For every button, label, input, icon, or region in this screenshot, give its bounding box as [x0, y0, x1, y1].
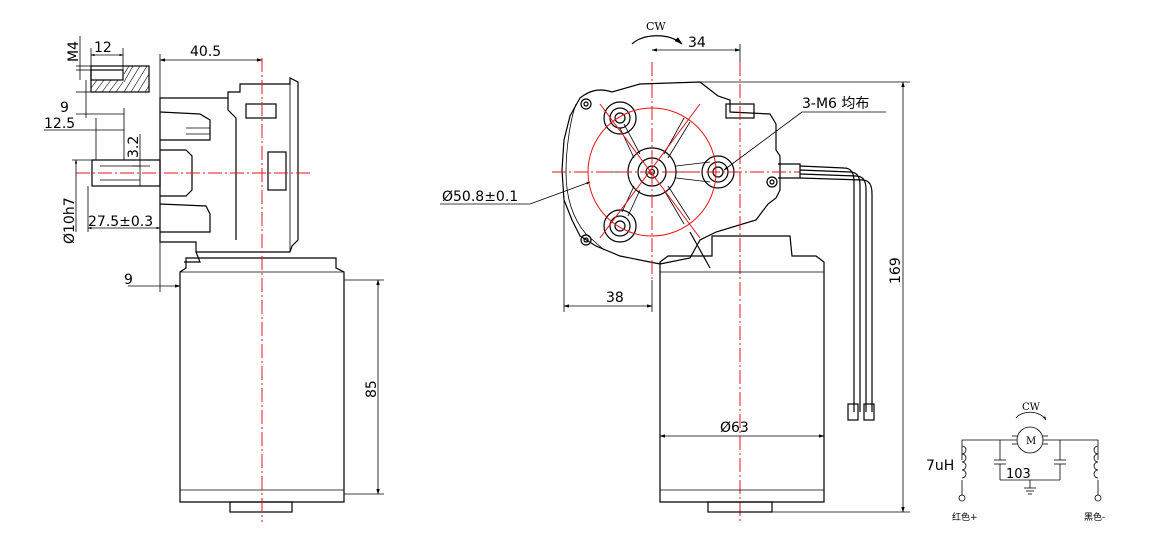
schematic-rotation-label: CW: [1022, 402, 1041, 413]
shaft-extension-label: 40.5: [190, 44, 221, 60]
wire-positive-label: 红色+: [952, 511, 978, 523]
flange-offset-label: 9: [124, 272, 133, 288]
key-detail: [90, 65, 150, 93]
motor-symbol-circle: [1016, 426, 1044, 454]
terminal-negative: [1094, 494, 1102, 502]
motor-diameter-label: Ø63: [720, 420, 749, 436]
inductor-right: [1093, 445, 1099, 479]
key-offset-label: 12.5: [44, 116, 75, 132]
right-offset-label: 34: [688, 35, 706, 51]
motor-body-front: [659, 235, 825, 503]
front-rotation-label: CW: [646, 20, 666, 33]
bolt-circle-label: Ø50.8±0.1: [442, 189, 518, 205]
wiring-schematic: CW M 7uH 103 红色+ 黑色-: [926, 402, 1105, 523]
wire-negative-label: 黑色-: [1084, 511, 1105, 523]
key-length-label: 12: [94, 40, 112, 56]
overall-height-label: 169: [888, 257, 904, 284]
shaft-length-label: 27.5±0.3: [88, 214, 153, 230]
mounting-boss-bottom: [603, 209, 637, 243]
side-dimensions: [44, 36, 384, 495]
gearbox-side-profile: [159, 77, 299, 263]
motor-body-side: [179, 257, 345, 513]
key-height-label: 9: [60, 100, 69, 116]
motor-symbol-label: M: [1026, 436, 1036, 447]
side-view: M4 12 40.5 9 12.5 3.2 Ø10h7 27.5±0.3 9 8…: [44, 36, 384, 522]
flat-depth-label: 3.2: [126, 136, 142, 158]
terminal-positive: [958, 494, 966, 502]
capacitor-label: 103: [1006, 467, 1031, 482]
front-dimensions: [440, 44, 910, 513]
motor-length-label: 85: [364, 380, 380, 398]
gearbox-front-outline: [561, 81, 781, 265]
mounting-holes-label: 3-M6 均布: [802, 96, 869, 112]
shaft-diameter-label: Ø10h7: [62, 197, 78, 244]
left-offset-label: 38: [606, 290, 624, 306]
mounting-boss-top: [603, 101, 637, 135]
inductor-left: [961, 445, 967, 479]
front-view: CW 34 3-M6 均布 Ø50.8±0.1 38 169 Ø63: [440, 20, 910, 522]
thread-label: M4: [66, 41, 82, 62]
inductor-label: 7uH: [926, 458, 954, 474]
